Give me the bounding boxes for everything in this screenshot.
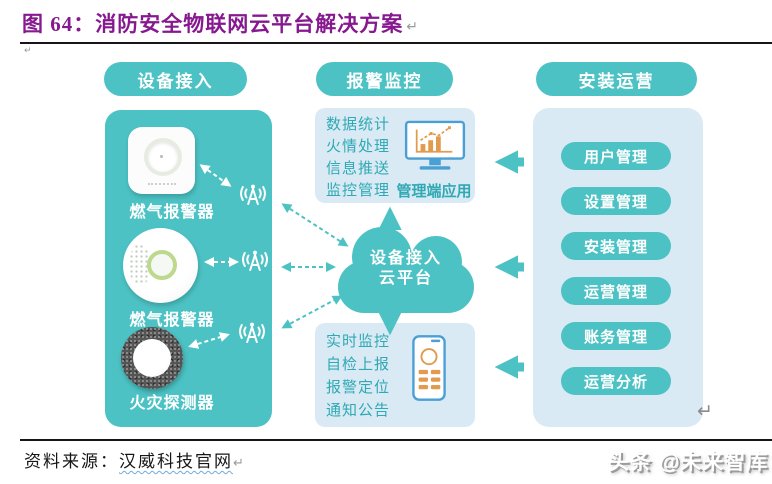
feature-item: 通知公告: [326, 402, 391, 419]
header-pill-device-access: 设备接入: [104, 62, 247, 96]
device-label: 燃气报警器: [129, 312, 215, 329]
device-led-dot: [160, 155, 163, 158]
feature-item: 实时监控: [326, 333, 391, 350]
feature-item: 报警定位: [326, 379, 391, 396]
pill-user-management: 用户管理: [561, 142, 671, 170]
source-line: 资料来源：汉威科技官网↵: [24, 447, 244, 472]
source-label: 资料来源：: [24, 452, 119, 471]
pill-operation-management: 运营管理: [561, 277, 671, 305]
device-label: 燃气报警器: [129, 204, 215, 221]
figure-number: 图 64：: [22, 12, 96, 36]
pill-operation-analysis: 运营分析: [561, 367, 671, 395]
installation-operation-panel: 用户管理 设置管理 安装管理 运营管理 账务管理 运营分析: [533, 108, 703, 427]
cloud-base: [338, 261, 474, 313]
device-label: 火灾探测器: [129, 395, 215, 412]
header-pill-alarm-monitoring: 报警监控: [316, 62, 453, 96]
arrow-antenna1-cloud: [281, 203, 349, 247]
title-divider-line: [20, 42, 772, 44]
pill-install-management: 安装管理: [561, 232, 671, 260]
source-text: 汉威科技官网: [119, 452, 233, 471]
cloud-platform-label: 设备接入 云平台: [338, 249, 474, 289]
footer-divider-line: [20, 439, 772, 441]
header-pill-installation-operation: 安装运营: [536, 62, 697, 96]
cloud-label-line2: 云平台: [378, 270, 433, 287]
paragraph-mark-icon: ↵: [697, 400, 713, 422]
client-feature-list: 实时监控 自检上报 报警定位 通知公告: [326, 330, 390, 422]
antenna-icon: [239, 322, 265, 343]
gas-alarm-round-device-image: [123, 228, 198, 303]
cloud-platform-icon: 设备接入 云平台: [338, 227, 474, 313]
smartphone-app-icon: [412, 335, 446, 401]
feature-item: 自检上报: [326, 356, 391, 373]
antenna-icon: [240, 184, 266, 205]
pill-settings-management: 设置管理: [561, 187, 671, 215]
feature-item: 信息推送: [326, 160, 391, 177]
device-speaker-ring: [144, 138, 182, 176]
watermark-text: 头条 @未来智库: [608, 451, 769, 474]
device-speaker-grill: [129, 244, 151, 286]
feature-item: 火情处理: [326, 138, 391, 155]
paragraph-mark-icon: ↵: [233, 456, 244, 471]
feature-item: 数据统计: [326, 116, 391, 133]
paragraph-mark-icon: ↵: [406, 19, 419, 35]
device-center-cap: [133, 339, 171, 377]
monitor-chart-icon: [404, 120, 466, 170]
management-app-label: 管理端应用: [396, 183, 472, 200]
feature-item: 监控管理: [326, 182, 391, 199]
device-access-panel: 燃气报警器 燃气报警器 火灾探测器: [105, 110, 272, 427]
management-app-box: 数据统计 火情处理 信息推送 监控管理 管理端应用: [315, 108, 475, 203]
client-app-box: 实时监控 自检上报 报警定位 通知公告: [315, 323, 475, 427]
pill-billing-management: 账务管理: [561, 322, 671, 350]
paragraph-mark-icon: ↵: [24, 46, 32, 56]
figure-title-text: 消防安全物联网云平台解决方案: [95, 12, 404, 36]
device-vents: [148, 179, 176, 185]
device-center-ring: [147, 250, 177, 280]
figure-title: 图 64：消防安全物联网云平台解决方案↵: [22, 8, 419, 38]
fire-detector-device-image: [121, 327, 183, 389]
management-feature-list: 数据统计 火情处理 信息推送 监控管理: [326, 114, 390, 202]
cloud-label-line1: 设备接入: [369, 250, 442, 267]
gas-alarm-device-image: [128, 127, 195, 194]
antenna-icon: [242, 250, 268, 271]
